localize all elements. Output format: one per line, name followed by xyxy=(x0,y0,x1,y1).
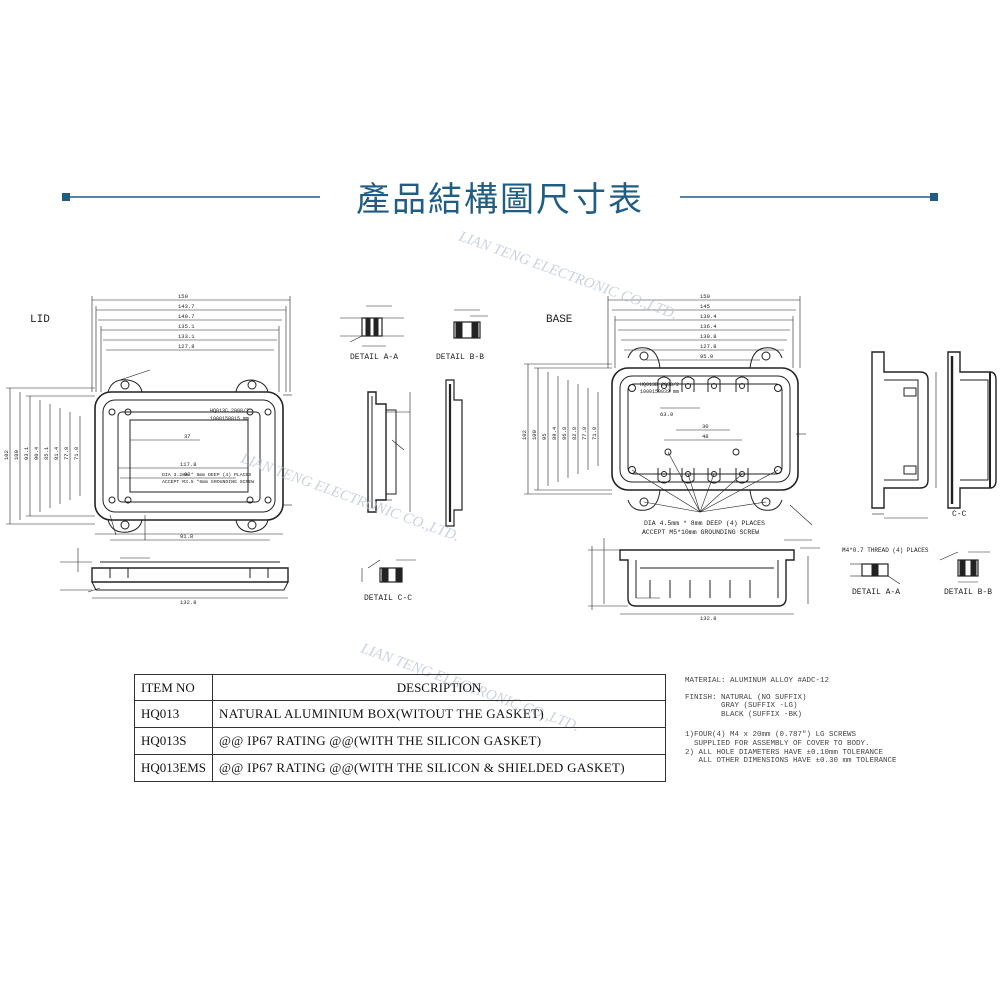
base-dim-side-3: 89.4 xyxy=(551,426,558,440)
lid-dim-inner-1: 98 xyxy=(184,471,191,478)
base-side-profile xyxy=(588,538,820,615)
lid-side-profile xyxy=(60,548,289,599)
base-detail-bb-label: DETAIL B-B xyxy=(944,588,992,597)
lid-detail-cc xyxy=(361,559,416,583)
base-dim-side-7: 71.8 xyxy=(591,427,598,440)
base-dim-top-2: 139.4 xyxy=(700,313,717,320)
item-no: HQ013EMS xyxy=(133,754,214,782)
base-section-cc xyxy=(947,351,997,509)
finish-note: FINISH: NATURAL (NO SUFFIX) GRAY (SUFFIX… xyxy=(685,693,807,719)
lid-detail-cc-label: DETAIL C-C xyxy=(364,594,412,603)
lid-top-view xyxy=(94,379,284,533)
base-detail-bb xyxy=(939,551,990,583)
lid-detail-bb-label: DETAIL B-B xyxy=(436,353,484,362)
item-description: NATURAL ALUMINIUM BOX(WITOUT THE GASKET) xyxy=(212,700,666,728)
item-description: @@ IP67 RATING @@(WITH THE SILICON & SHI… xyxy=(212,754,666,782)
lid-dim-inner-4: 132.8 xyxy=(180,599,197,606)
base-detail-aa-label: DETAIL A-A xyxy=(852,588,900,597)
lid-dim-side-7: 71.8 xyxy=(73,447,80,460)
base-section-left xyxy=(871,351,937,519)
base-note-1: ACCEPT M5*10mm GROUNDING SCREW xyxy=(642,529,759,536)
base-dim-top-6: 95.9 xyxy=(700,353,713,360)
base-top-view xyxy=(611,347,799,513)
lid-dim-side-3: 90.4 xyxy=(33,446,40,460)
lid-dim-top-4: 133.1 xyxy=(178,333,195,340)
base-note-0: DIA 4.5mm * 8mm DEEP (4) PLACES xyxy=(644,520,765,527)
base-dim-side-2: 95 xyxy=(541,433,548,440)
item-description: @@ IP67 RATING @@(WITH THE SILICON GASKE… xyxy=(212,727,666,755)
title-banner xyxy=(62,193,938,201)
base-cc-label: C-C xyxy=(952,510,967,519)
lid-dim-side-5: 81.4 xyxy=(53,446,60,460)
base-dim-side-0: 102 xyxy=(521,430,528,440)
header-description: DESCRIPTION xyxy=(212,674,666,701)
lid-dim-side-4: 85.1 xyxy=(43,446,50,460)
page-title: 產品結構圖尺寸表 xyxy=(356,180,644,220)
base-dim-top-4: 130.8 xyxy=(700,333,717,340)
base-dim-top-0: 150 xyxy=(700,293,710,300)
watermark-1: LIAN TENG ELECTRONIC CO.,LTD. xyxy=(456,228,680,323)
base-dim-inner-3: 132.8 xyxy=(700,615,717,622)
base-part-marking-1: 1000150033 mm xyxy=(640,389,679,395)
base-dim-side-6: 77.8 xyxy=(581,427,588,440)
lid-dim-inner-2: 37 xyxy=(184,433,191,440)
base-dim-side-5: 82.8 xyxy=(571,427,578,440)
lid-dim-side-0: 102 xyxy=(3,450,10,460)
base-label: BASE xyxy=(546,314,573,326)
lid-note-0: DIA 3.2mm * 8mm DEEP (4) PLACES xyxy=(162,472,251,478)
lid-dim-top-0: 150 xyxy=(178,293,188,300)
lid-dim-side-2: 93.1 xyxy=(23,446,30,460)
thread-note: M4*0.7 THREAD (4) PLACES xyxy=(842,547,929,554)
item-no: HQ013S xyxy=(133,727,214,755)
base-part-marking-0: HQ013B 2008/2 xyxy=(640,382,679,388)
lid-detail-aa xyxy=(340,305,404,347)
base-dim-inner-1: 30 xyxy=(702,423,709,430)
base-dim-top-1: 145 xyxy=(700,303,710,310)
lid-dim-top-3: 135.1 xyxy=(178,323,195,330)
lid-dim-inner-0: 117.8 xyxy=(180,461,197,468)
lid-dim-inner-3: 91.8 xyxy=(180,533,193,540)
lid-dim-top-1: 143.7 xyxy=(178,303,195,310)
lid-dim-top-2: 140.7 xyxy=(178,313,195,320)
table-row: HQ013 NATURAL ALUMINIUM BOX(WITOUT THE G… xyxy=(133,700,666,728)
base-dim-side-4: 86.8 xyxy=(561,427,568,440)
header-item-no: ITEM NO xyxy=(133,674,214,701)
lid-dim-side-6: 77.8 xyxy=(63,447,70,460)
lid-detail-bb xyxy=(453,309,488,339)
base-dim-inner-0: 63.9 xyxy=(660,411,673,418)
lid-note-1: ACCEPT M3.5 *6mm GROUNDING SCREW xyxy=(162,479,254,485)
general-notes: 1)FOUR(4) M4 x 20mm (0.787") LG SCREWS S… xyxy=(685,731,897,766)
watermark-2: LIAN TENG ELECTRONIC CO.,LTD. xyxy=(238,450,462,545)
table-row: HQ013S @@ IP67 RATING @@(WITH THE SILICO… xyxy=(133,727,666,755)
table-row: HQ013EMS @@ IP67 RATING @@(WITH THE SILI… xyxy=(133,754,666,782)
lid-dim-top-5: 127.8 xyxy=(178,343,195,350)
item-table: ITEM NO DESCRIPTION HQ013 NATURAL ALUMIN… xyxy=(133,674,666,782)
base-dim-side-1: 100 xyxy=(531,430,538,440)
material-note: MATERIAL: ALUMINUM ALLOY #ADC-12 xyxy=(685,677,830,685)
table-header-row: ITEM NO DESCRIPTION xyxy=(133,674,666,701)
base-dim-inner-2: 48 xyxy=(702,433,709,440)
base-detail-aa xyxy=(850,563,901,585)
lid-part-marking-1: 1000150015 mm xyxy=(210,416,249,422)
lid-dim-side-1: 100 xyxy=(13,450,20,460)
base-dim-top-5: 127.8 xyxy=(700,343,717,350)
lid-label: LID xyxy=(30,314,50,326)
lid-part-marking-0: HQ013C 2008/2 xyxy=(210,408,249,414)
base-dim-top-3: 136.4 xyxy=(700,323,717,330)
lid-detail-aa-label: DETAIL A-A xyxy=(350,353,398,362)
lid-section-cc xyxy=(367,379,463,527)
item-no: HQ013 xyxy=(133,700,214,728)
